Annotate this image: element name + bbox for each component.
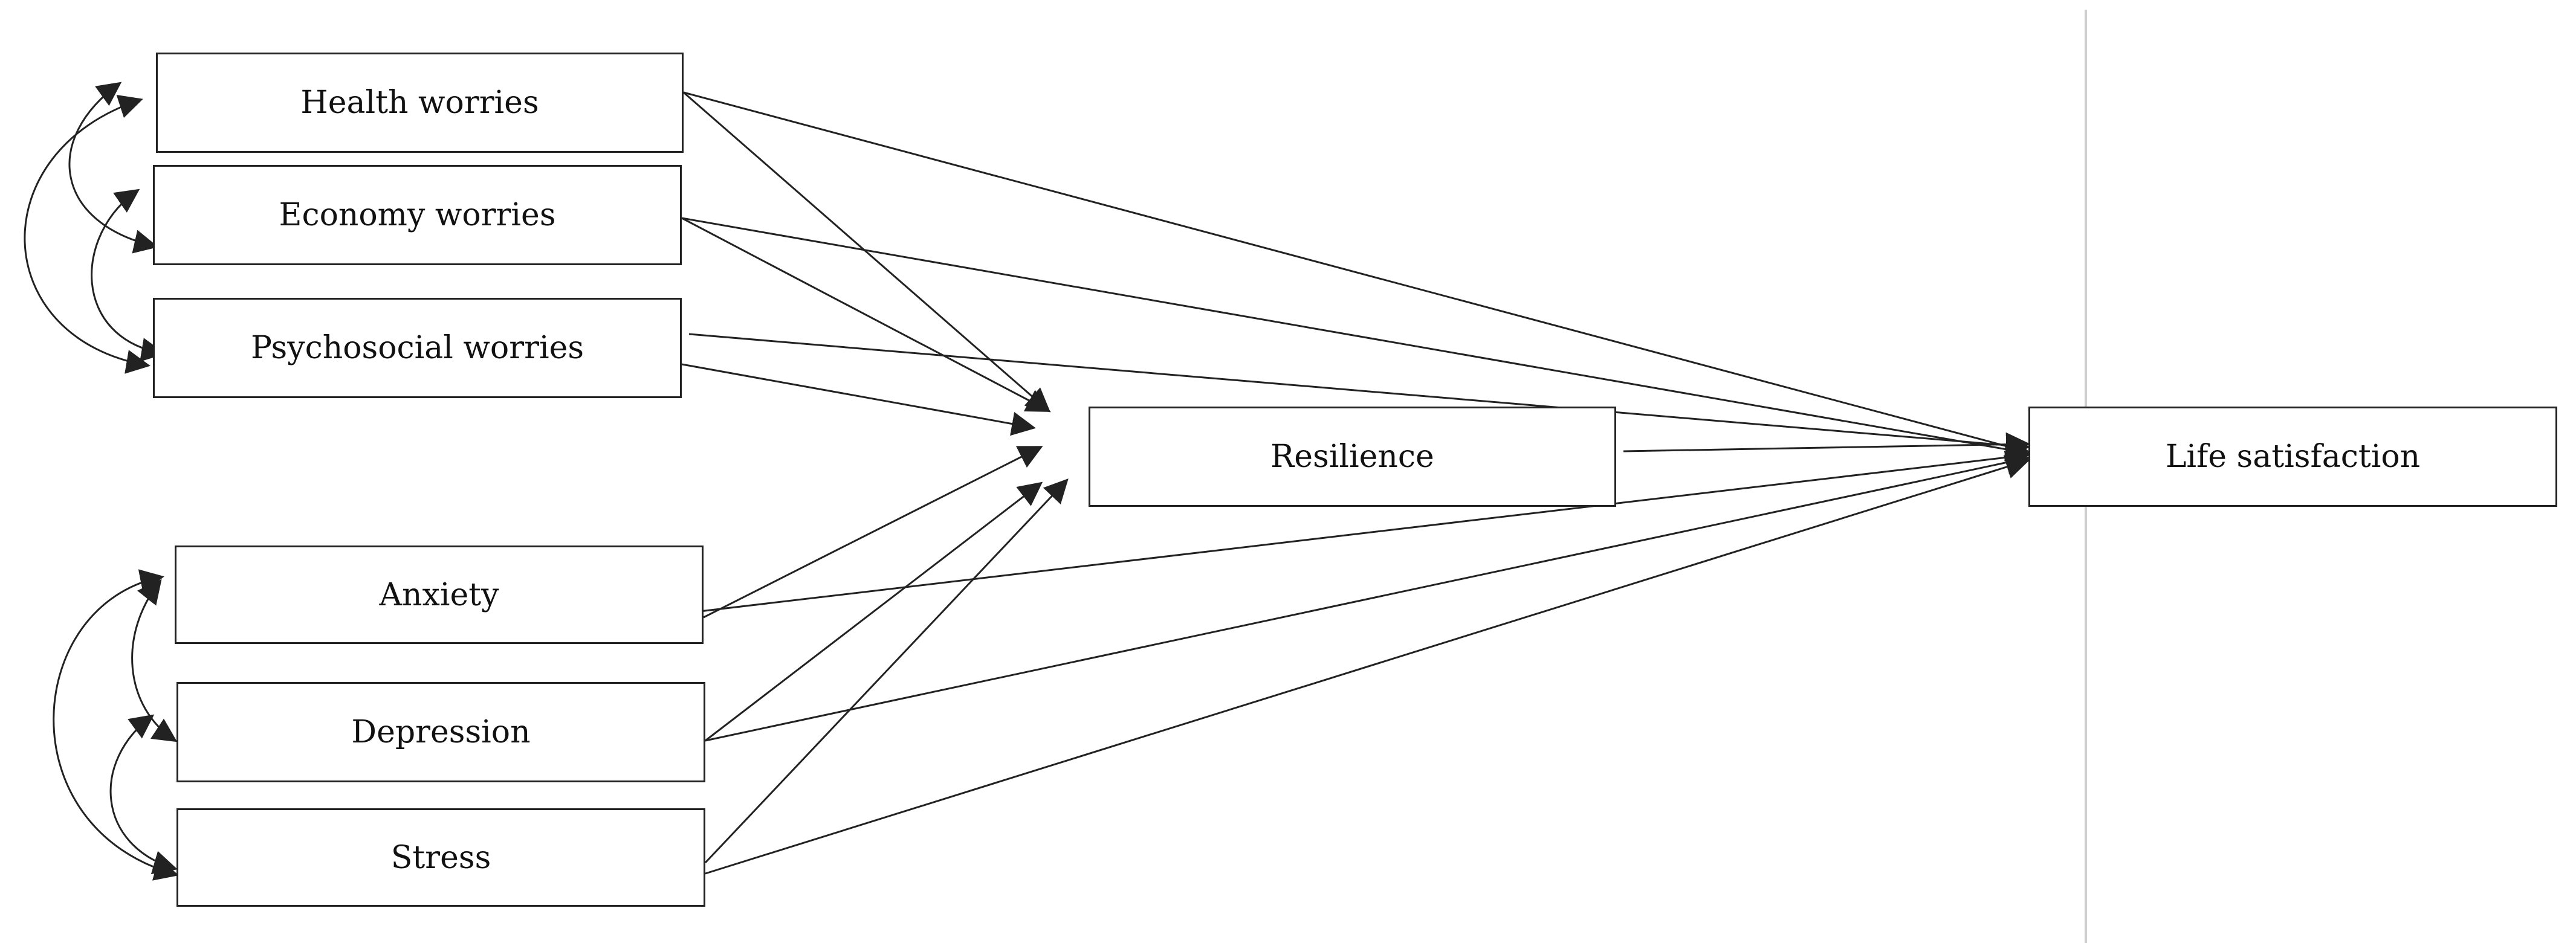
path-stress-to-resilience [704, 478, 1069, 864]
covariance-health-psychosocial [24, 95, 150, 374]
node-economy-worries: Economy worries [153, 165, 682, 265]
path-depression-to-resilience [705, 481, 1043, 742]
path-psychosocial-to-resilience [681, 363, 1036, 436]
path-anxiety-to-resilience [703, 446, 1043, 619]
node-life-satisfaction: Life satisfaction [2028, 407, 2557, 507]
path-health-to-resilience [683, 91, 1051, 413]
node-anxiety: Anxiety [175, 546, 704, 644]
path-health-to-life [683, 91, 2030, 459]
path-economy-to-life [681, 217, 2030, 462]
path-stress-to-life [705, 455, 2030, 875]
covariance-depression-stress [109, 714, 178, 875]
covariance-health-economy [68, 82, 158, 254]
path-anxiety-to-life [699, 445, 2030, 613]
node-resilience: Resilience [1089, 407, 1616, 507]
path-economy-to-resilience [681, 217, 1051, 412]
node-psychosocial-worries: Psychosocial worries [153, 298, 682, 398]
path-resilience-to-life [1623, 432, 2030, 457]
covariance-anxiety-depression [131, 579, 178, 742]
covariance-anxiety-stress [53, 569, 179, 881]
node-stress: Stress [176, 808, 705, 907]
path-psychosocial-to-life [688, 333, 2030, 457]
node-health-worries: Health worries [156, 53, 684, 153]
node-depression: Depression [176, 682, 705, 782]
path-depression-to-life [705, 450, 2030, 742]
